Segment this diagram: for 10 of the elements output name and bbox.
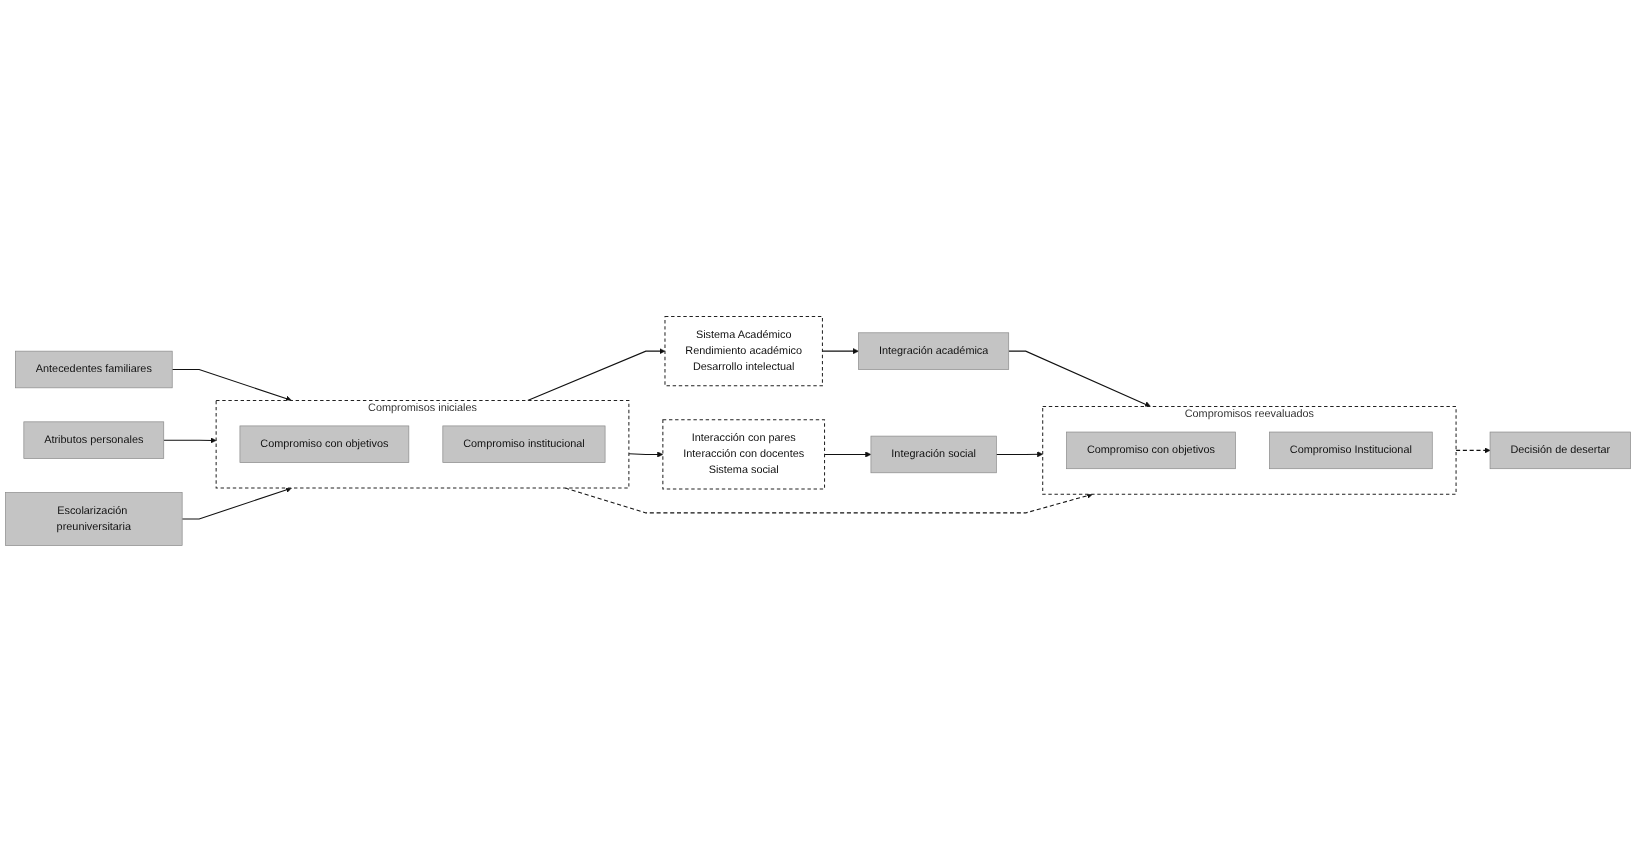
arrow [628, 451, 664, 458]
arrow [181, 486, 292, 520]
arrow [1008, 350, 1151, 408]
arrow [821, 348, 859, 355]
arrow [163, 437, 217, 444]
arrow [995, 451, 1043, 458]
arrow [1455, 447, 1491, 454]
arrow [171, 368, 292, 402]
arrow [824, 451, 872, 458]
arrow [527, 348, 666, 401]
